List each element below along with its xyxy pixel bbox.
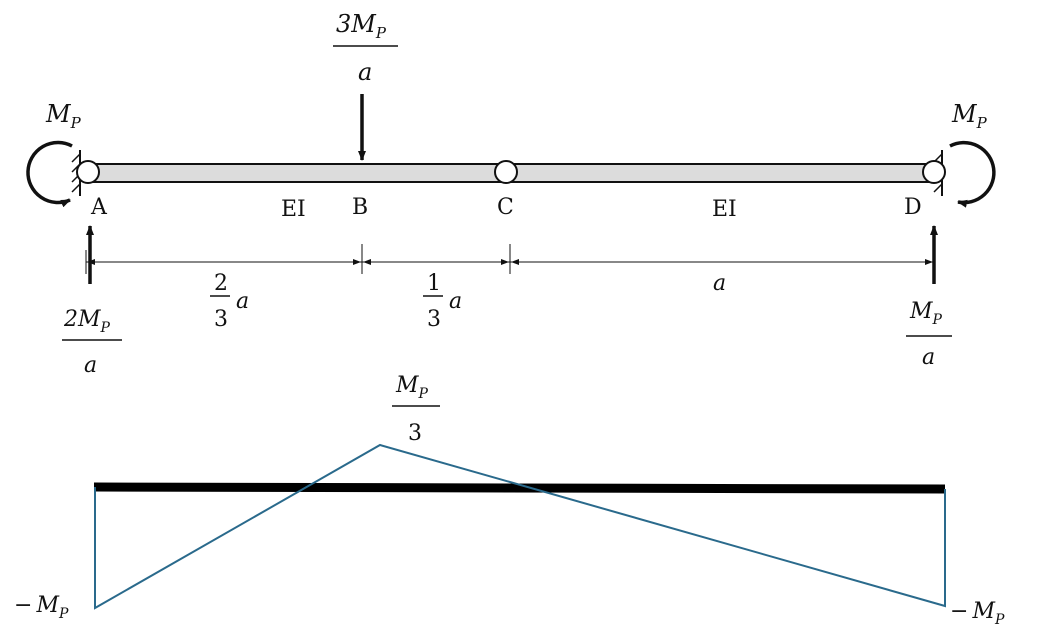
moment-diagram-baseline (93, 482, 946, 494)
segment-label-right: EI (712, 197, 737, 222)
svg-text:a: a (449, 289, 462, 314)
svg-text:MP: MP (395, 373, 429, 402)
point-label-a: A (90, 195, 108, 220)
dimension-lines (85, 244, 934, 274)
svg-text:3: 3 (408, 421, 422, 446)
reaction-left: 2MP a (62, 225, 122, 378)
dimension-cd-label: a (713, 271, 726, 296)
point-label-c: C (497, 195, 514, 220)
reaction-left-denominator: a (84, 353, 97, 378)
svg-text:a: a (236, 289, 249, 314)
segment-label-left: EI (281, 197, 306, 222)
point-label-b: B (352, 195, 368, 220)
moment-peak-label: MP 3 (392, 373, 440, 446)
point-load-b: 3MP a (333, 10, 398, 161)
hinge-c (494, 160, 518, 184)
point-load-numerator: 3MP (336, 10, 387, 42)
moment-left-value-label: −MP (14, 593, 69, 622)
dimension-bc-label: 1 3 a (423, 271, 462, 332)
moment-left-label: MP (45, 100, 82, 132)
reaction-right-denominator: a (922, 345, 935, 370)
point-label-d: D (904, 195, 922, 220)
beam-structure (71, 150, 946, 196)
reaction-left-numerator: 2MP (63, 307, 111, 336)
beam-cd (505, 163, 935, 183)
moment-right: MP (949, 100, 996, 208)
beam-ac (87, 163, 507, 183)
svg-text:3: 3 (214, 307, 228, 332)
svg-text:2: 2 (214, 271, 228, 296)
moment-right-value-label: −MP (950, 599, 1005, 628)
point-load-denominator: a (358, 58, 372, 86)
reaction-right: MP a (906, 225, 952, 370)
moment-left: MP (26, 100, 82, 208)
svg-text:3: 3 (427, 307, 441, 332)
svg-text:1: 1 (427, 271, 441, 296)
moment-diagram: MP 3 −MP −MP (14, 373, 1005, 628)
dimension-ab-label: 2 3 a (210, 271, 249, 332)
hinge-a (76, 160, 100, 184)
hinge-d (922, 160, 946, 184)
reaction-right-numerator: MP (909, 299, 943, 328)
moment-curve (94, 443, 946, 610)
moment-right-label: MP (951, 100, 988, 132)
